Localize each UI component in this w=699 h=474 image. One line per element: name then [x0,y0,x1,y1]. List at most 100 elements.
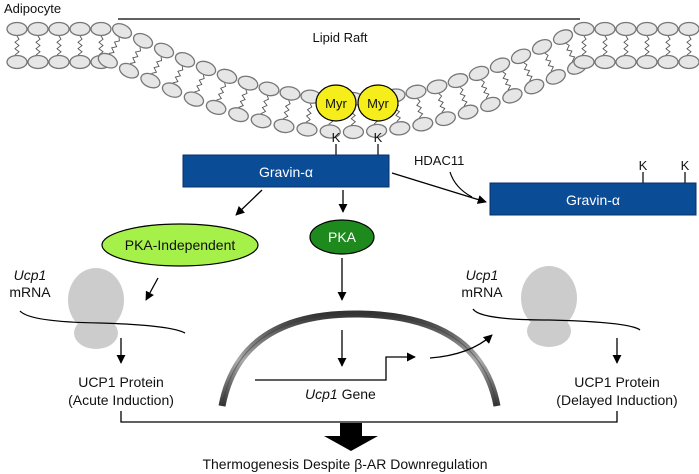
lipid-head [216,68,238,84]
lipid-head [69,54,91,70]
lipid-head [69,21,91,37]
lipid-head [615,21,637,37]
myristoyl-group-2: Myr [357,84,399,122]
lipid-head [594,54,616,70]
ucp1-protein-delayed-line1: UCP1 Protein [574,374,660,390]
lipid-tail [98,35,104,56]
lipid-head [468,65,490,82]
pka-node [309,219,375,255]
lipid-head [258,81,280,97]
lipid-tail [130,47,141,64]
lipid-head [594,21,616,37]
lipid-head [195,60,217,77]
lipid-head [405,84,427,100]
lipid-head [6,54,28,70]
lipid-head [524,78,545,95]
lipid-head [657,54,679,70]
arrow-to-pka-independent [235,189,263,216]
lipid-head [552,29,574,46]
lipid-head [319,124,341,139]
lysine-label: K [332,130,341,145]
lipid-tail [644,35,650,56]
lipid-tail [544,52,555,72]
mrna-right-gene: Ucp1 [466,267,499,283]
lysine-label: K [681,158,690,173]
lipid-head [161,82,183,98]
lipid-tail [665,35,671,56]
ribosome-right [521,266,577,347]
lipid-tail [238,89,248,108]
lipid-head [174,51,196,68]
lipid-tail [283,100,291,120]
lipid-head [480,96,501,113]
lipid-head [132,32,154,49]
lipid-tail [437,93,446,113]
lipid-head [457,104,479,120]
cell-label: Adipocyte [4,1,61,16]
block-arrow-down [324,423,378,451]
lipid-head [296,122,318,137]
myr-label: Myr [367,96,389,111]
lipid-raft-label: Lipid Raft [313,30,368,45]
lipid-head [6,21,28,37]
lipid-tail [565,43,576,62]
arrow-to-translation [145,277,159,301]
lipid-tail [108,37,120,54]
lipid-tail [416,98,424,118]
lipid-head [365,123,388,139]
ucp1-protein-delayed-line2: (Delayed Induction) [556,392,677,408]
pka-label: PKA [328,229,357,245]
lipid-head [183,91,205,107]
lipid-head [657,21,679,37]
lipid-head [489,57,511,73]
lipid-head [342,124,365,140]
lipid-head [573,54,595,70]
lipid-tail [151,56,163,74]
lipid-head [140,72,161,89]
lipid-head [48,21,70,37]
ucp1-gene-label: Ucp1 Gene [305,386,376,402]
ucp1-protein-acute-line2: (Acute Induction) [68,392,174,408]
gravin-alpha-cytosolic-box [489,182,697,216]
lipid-tail [216,82,227,101]
lipid-head [447,73,469,89]
lipid-head [118,62,140,79]
pka-independent-label: PKA-Independent [125,237,236,253]
lipid-tail [686,35,692,56]
pka-independent-node [101,223,259,267]
lipid-head [273,118,295,134]
hdac11-label: HDAC11 [414,153,464,168]
lipid-head [426,79,448,95]
lipid-head [678,21,699,37]
lipid-head [615,54,637,70]
lipid-head [531,39,553,55]
mrna-left-gene: Ucp1 [14,267,47,283]
gravin-alpha-cytosolic-label: Gravin-α [566,192,620,208]
ribosome-left [68,268,124,349]
gravin-alpha-membrane-box [182,154,390,188]
lipid-tail [502,71,512,91]
convergence-bracket [120,411,618,423]
lipid-tail [305,103,313,123]
lipid-head [27,54,49,70]
lipid-head [90,21,112,37]
lipid-tail [56,35,62,56]
lipid-head [502,88,523,104]
lipid-head [636,54,658,70]
lipid-head [237,75,259,91]
lipid-head [97,52,118,69]
myr-label: Myr [325,96,347,111]
lipid-tail [602,35,608,56]
lipid-head [228,107,249,123]
lipid-tail [481,79,490,99]
lipid-head [389,121,411,136]
lipid-head [678,54,699,70]
lipid-head [111,22,133,39]
lipid-tail [14,35,20,56]
translocation-arrow [391,172,487,204]
lipid-head [27,21,49,37]
mrna-export-arrow [429,334,493,359]
lipid-tail [459,86,468,107]
ucp1-gene-name: Ucp1 [305,386,338,402]
lipid-tail [172,66,184,84]
